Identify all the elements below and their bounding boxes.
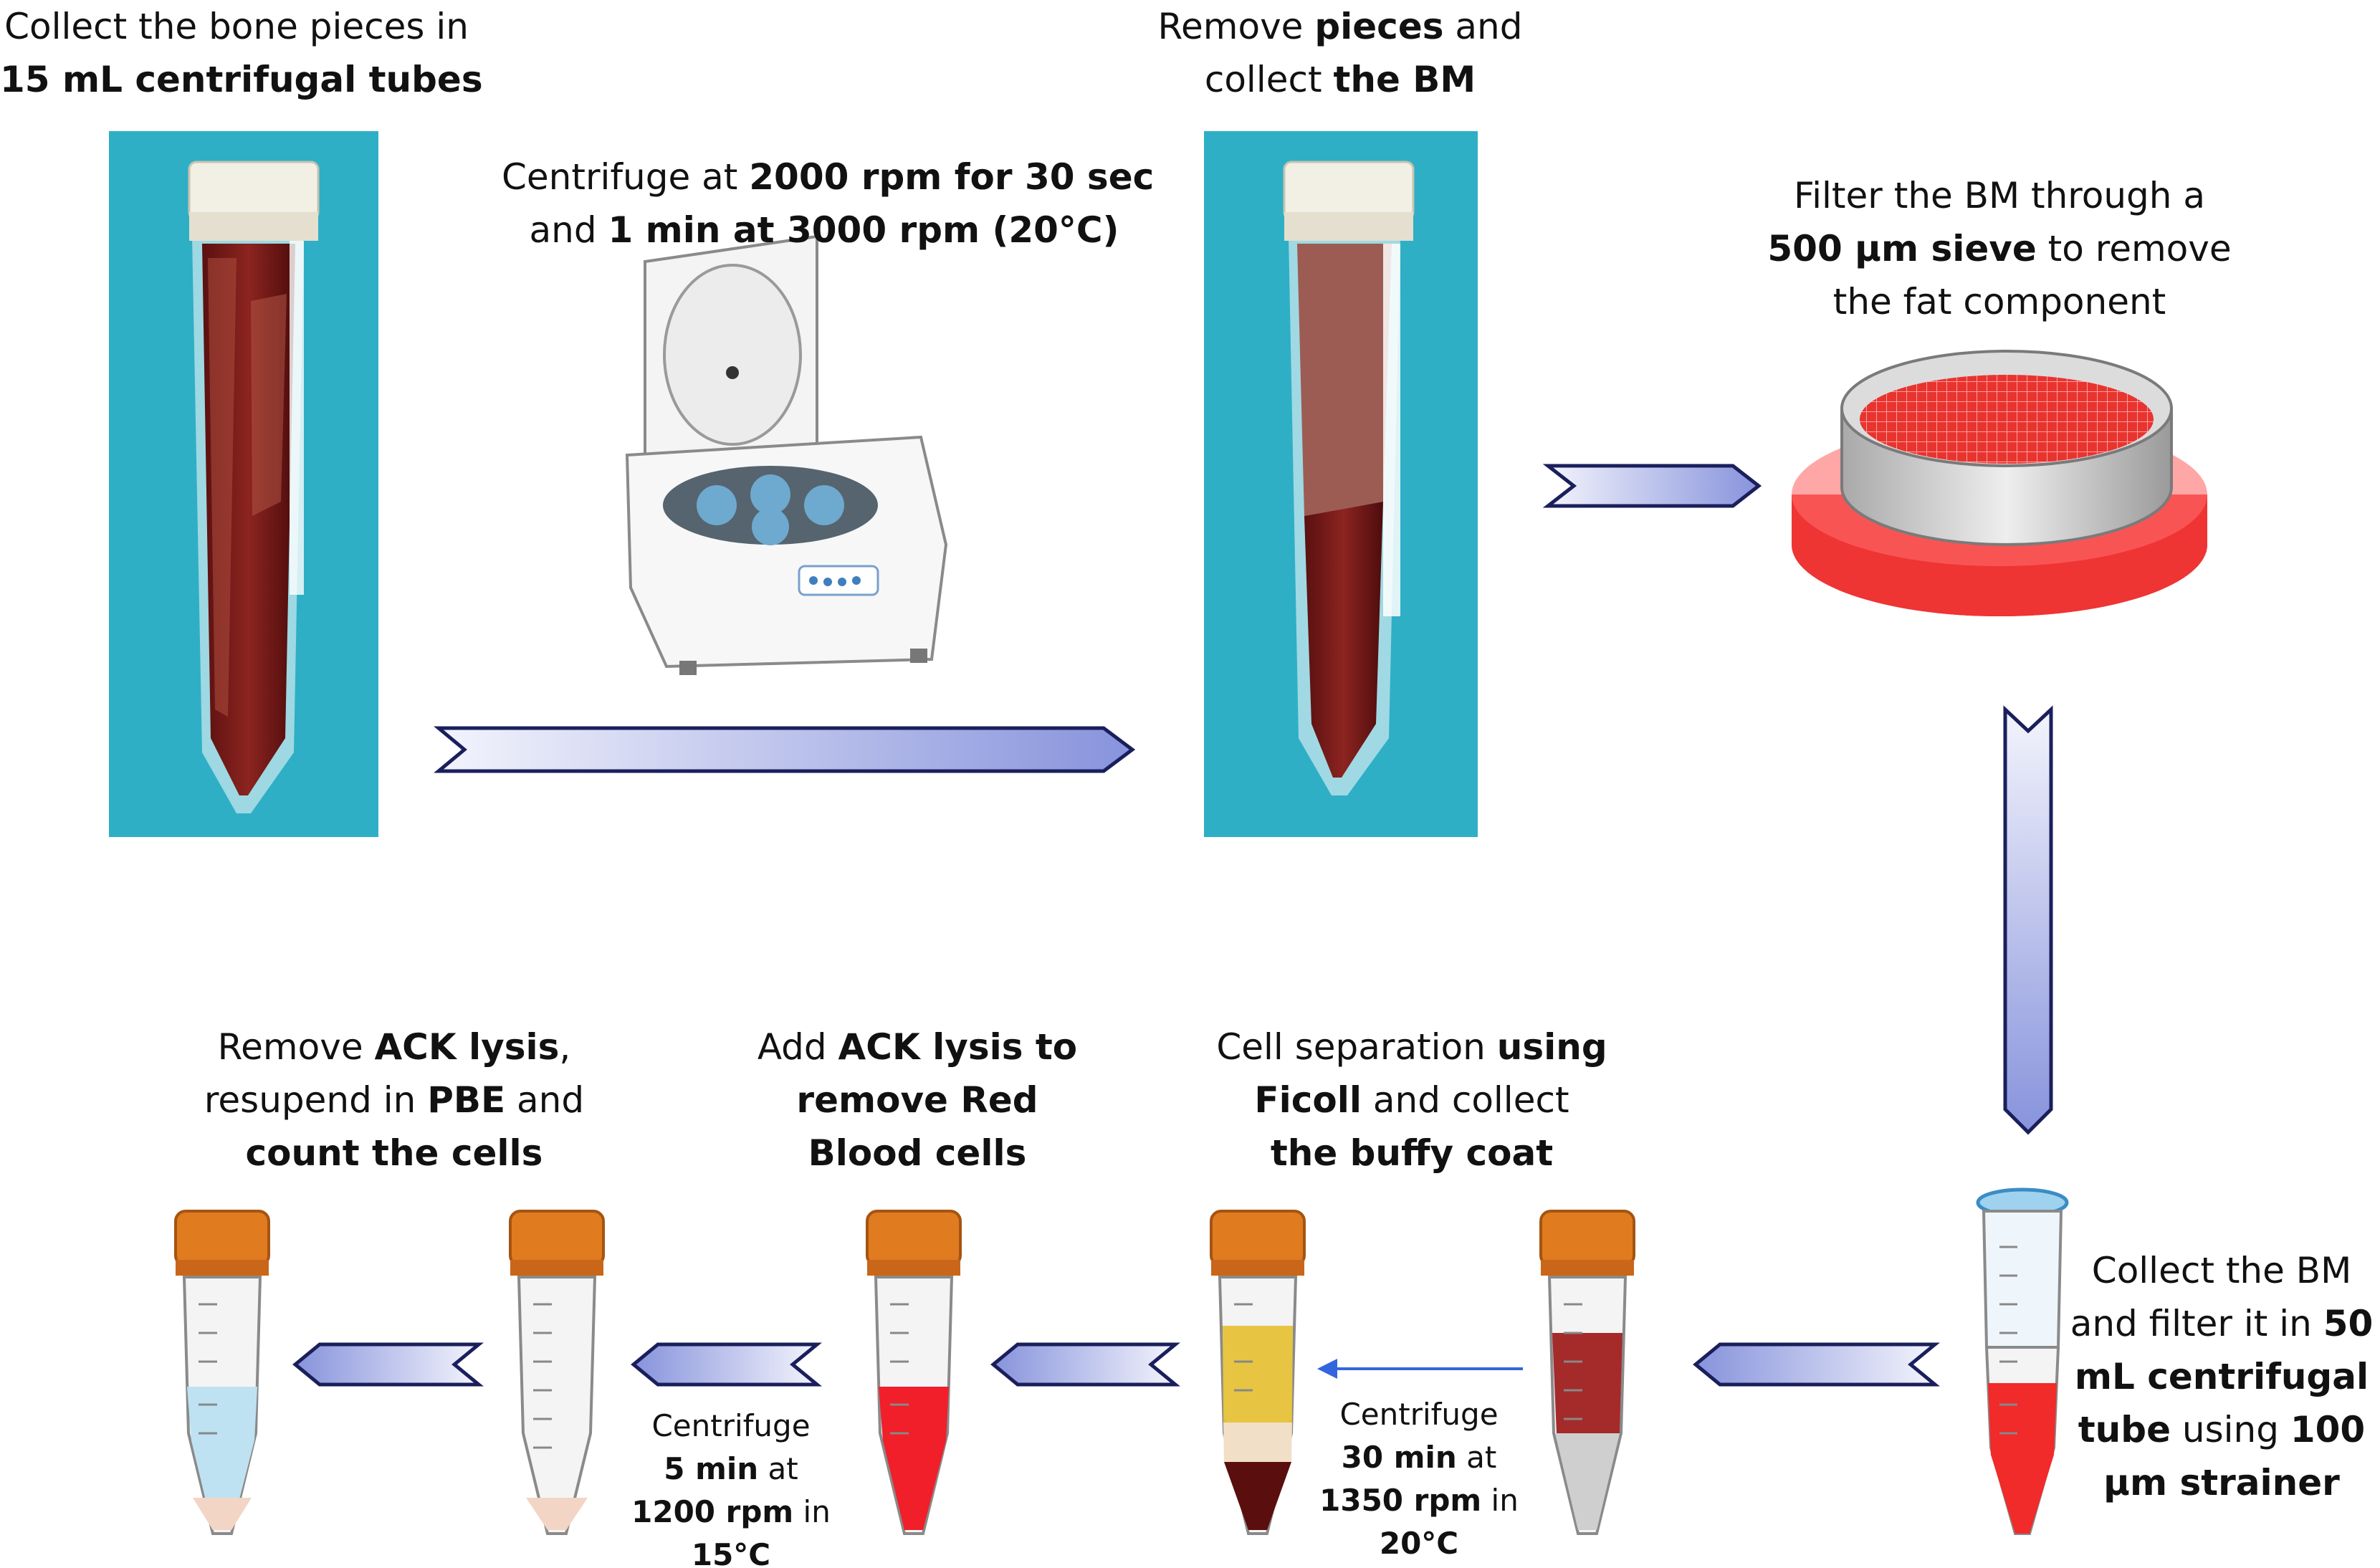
step-ficoll-label: Cell separation using Ficoll and collect…	[1216, 1026, 1607, 1174]
arrow-tube-to-final	[292, 1342, 484, 1387]
arrow-strainer-to-tube	[1693, 1342, 1940, 1387]
capped-tube-icon	[509, 1210, 605, 1535]
centrifuge-icon	[625, 234, 948, 675]
sieve-icon	[1792, 350, 2207, 616]
photo-tube-icon	[109, 131, 378, 837]
arrow-ack-to-tube	[631, 1342, 822, 1387]
step-collect-filter-label: Collect the BM and filter it in 50 mL ce…	[2070, 1250, 2374, 1504]
step-centrifuge3-label: Centrifuge 5 min at 1200 rpm in 15°C	[631, 1408, 831, 1568]
step-ack-remove-label: Remove ACK lysis, resupend in PBE and co…	[204, 1026, 585, 1174]
step-collect-pieces-label: Collect the bone pieces in 15 mL centrif…	[0, 6, 483, 100]
step-ack-add-label: Add ACK lysis to remove Red Blood cells	[757, 1026, 1078, 1174]
arrow-tube-to-ficoll-thin	[1317, 1359, 1523, 1379]
capped-tube-icon	[1539, 1210, 1635, 1535]
capped-tube-icon	[174, 1210, 270, 1535]
capped-tube-icon	[866, 1210, 962, 1535]
strainer-tube-icon	[1976, 1187, 2069, 1535]
step-centrifuge2-label: Centrifuge 30 min at 1350 rpm in 20°C	[1319, 1397, 1519, 1561]
step-filter-sieve-label: Filter the BM through a 500 µm sieve to …	[1767, 175, 2232, 322]
capped-tube-icon	[1210, 1210, 1306, 1535]
arrow-photo-to-photo	[434, 726, 1136, 773]
arrow-sieve-to-strainer	[2003, 705, 2053, 1135]
arrow-photo-to-sieve	[1542, 464, 1762, 508]
step-remove-pieces-label: Remove pieces and collect the BM	[1157, 6, 1523, 100]
arrow-ficoll-to-ack	[990, 1342, 1180, 1387]
step-centrifuge1-label: Centrifuge at 2000 rpm for 30 sec and 1 …	[502, 156, 1155, 251]
photo-tube-icon	[1204, 131, 1478, 837]
